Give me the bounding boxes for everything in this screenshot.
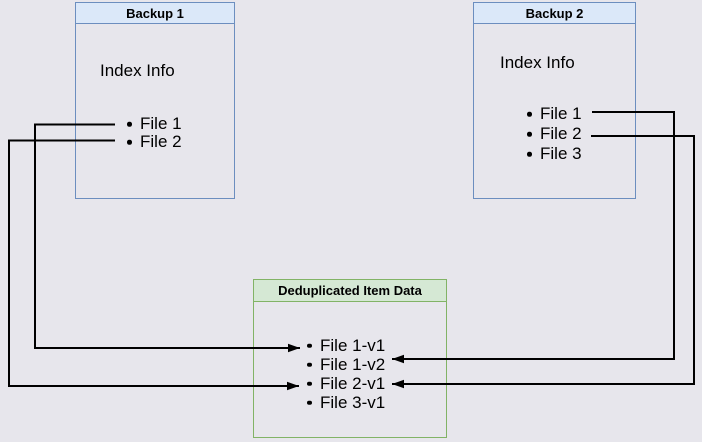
dedup-item: File 2-v1 (305, 374, 385, 393)
backup2-index-info-label: Index Info (500, 53, 575, 72)
backup2-title: Backup 2 (474, 3, 635, 24)
backup2-box: Backup 2 (473, 2, 636, 199)
dedup-item: File 3-v1 (305, 393, 385, 412)
backup1-file-item: File 1 (125, 114, 182, 133)
dedup-item: File 1-v2 (305, 355, 385, 374)
backup2-file-item: File 2 (525, 124, 582, 144)
backup1-index-info-label: Index Info (100, 61, 175, 80)
dedup-item-list: File 1-v1 File 1-v2 File 2-v1 File 3-v1 (305, 336, 385, 412)
backup1-box: Backup 1 (75, 2, 235, 199)
backup1-file-list: File 1 File 2 (125, 114, 182, 151)
backup1-title: Backup 1 (76, 3, 234, 24)
backup2-file-list: File 1 File 2 File 3 (525, 104, 582, 164)
backup2-file-item: File 3 (525, 144, 582, 164)
dedup-title: Deduplicated Item Data (254, 280, 446, 302)
dedup-item: File 1-v1 (305, 336, 385, 355)
backup1-file-item: File 2 (125, 132, 182, 151)
backup2-file-item: File 1 (525, 104, 582, 124)
